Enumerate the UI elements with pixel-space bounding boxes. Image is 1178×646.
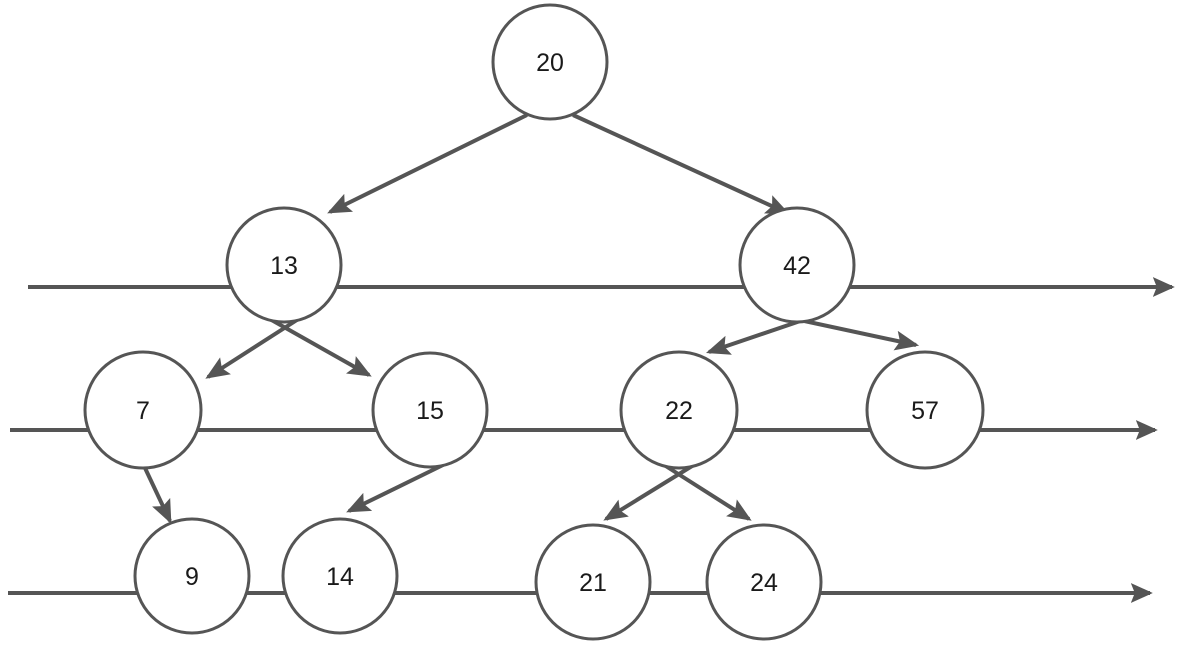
tree-node-21[interactable]: 21 — [534, 523, 652, 641]
node-label-21: 21 — [579, 569, 607, 597]
edge-13-to-15 — [267, 316, 372, 377]
edge-7-to-9 — [143, 467, 172, 524]
edge-22-to-21 — [603, 461, 699, 521]
edge-22-to-24 — [659, 461, 752, 521]
tree-edges-group — [143, 113, 920, 524]
tree-node-14[interactable]: 14 — [281, 517, 399, 635]
node-circle-42 — [738, 206, 856, 324]
node-circle-14 — [281, 517, 399, 635]
node-label-13: 13 — [270, 252, 298, 280]
tree-node-24[interactable]: 24 — [705, 523, 823, 641]
node-label-57: 57 — [911, 397, 939, 425]
node-label-14: 14 — [326, 563, 354, 591]
node-circle-22 — [619, 350, 739, 470]
node-label-22: 22 — [665, 397, 693, 425]
tree-node-7[interactable]: 7 — [83, 350, 203, 470]
node-circle-24 — [705, 523, 823, 641]
node-label-20: 20 — [536, 49, 564, 77]
edge-20-to-13 — [327, 113, 528, 214]
node-label-42: 42 — [783, 252, 811, 280]
node-circle-20 — [491, 3, 609, 121]
tree-node-20[interactable]: 20 — [491, 3, 609, 121]
node-label-24: 24 — [750, 569, 778, 597]
edge-20-to-42 — [572, 113, 790, 215]
node-circle-9 — [133, 517, 251, 635]
node-circle-21 — [534, 523, 652, 641]
tree-node-15[interactable]: 15 — [371, 351, 489, 469]
node-circle-15 — [371, 351, 489, 469]
tree-node-42[interactable]: 42 — [738, 206, 856, 324]
edge-15-to-14 — [346, 463, 444, 513]
node-label-15: 15 — [416, 397, 444, 425]
tree-node-9[interactable]: 9 — [133, 517, 251, 635]
tree-node-57[interactable]: 57 — [865, 350, 985, 470]
tree-nodes-group: 20 13 42 7 15 22 — [83, 3, 985, 641]
node-circle-7 — [83, 350, 203, 470]
node-circle-57 — [865, 350, 985, 470]
tree-node-22[interactable]: 22 — [619, 350, 739, 470]
tree-node-13[interactable]: 13 — [225, 206, 343, 324]
node-circle-13 — [225, 206, 343, 324]
node-label-9: 9 — [185, 563, 199, 591]
node-label-7: 7 — [136, 397, 150, 425]
